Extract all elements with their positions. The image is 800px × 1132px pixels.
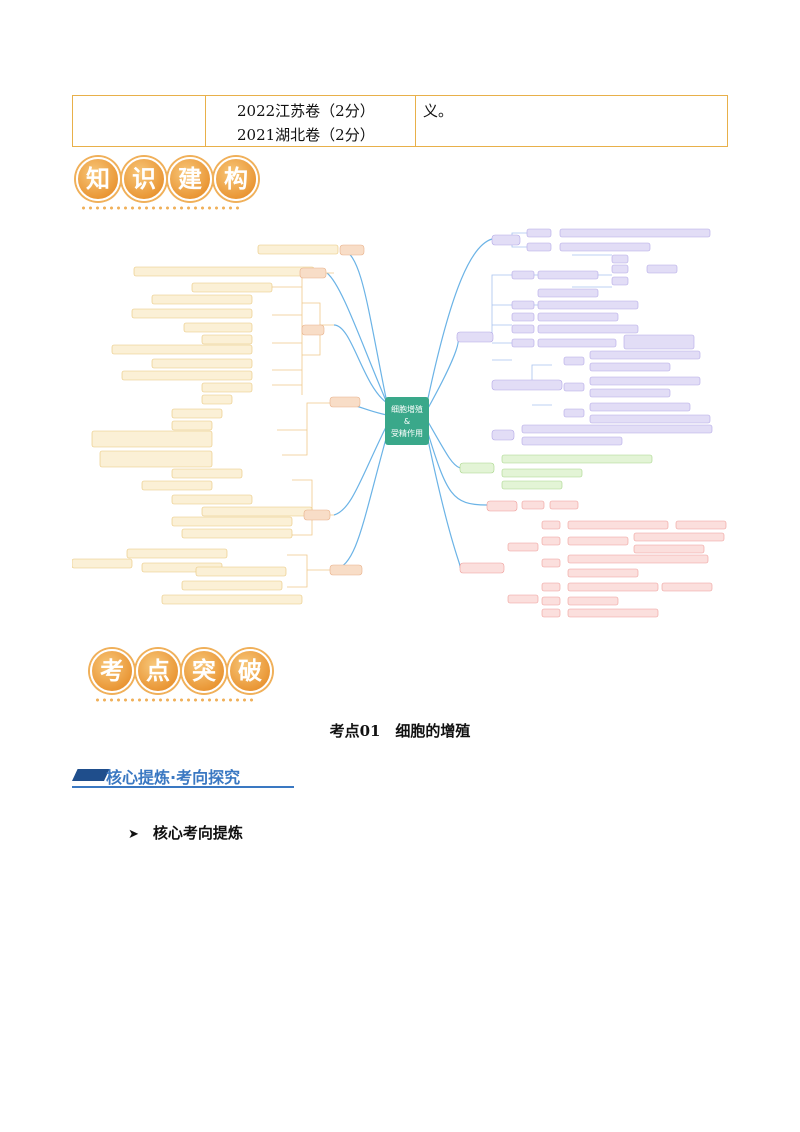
table-cell-years: 2022江苏卷（2分） 2021湖北卷（2分）: [205, 96, 416, 146]
banner-char: 突: [182, 649, 226, 693]
year-line-2: 2021湖北卷（2分）: [237, 126, 375, 144]
table-right-text: 义。: [423, 102, 454, 120]
banner-knowledge-structure: 知 识 建 构: [76, 157, 258, 211]
banner-char: 知: [76, 157, 120, 201]
section-heading-text: 核心提炼·考向探究: [106, 768, 241, 787]
info-table: 2022江苏卷（2分） 2021湖北卷（2分） 义。: [72, 95, 728, 147]
sub-heading-text: 核心考向提炼: [152, 824, 243, 842]
mind-map: 细胞增殖 & 受精作用: [72, 228, 727, 618]
banner-char: 破: [228, 649, 272, 693]
heading-underline: [72, 786, 294, 788]
mindmap-center-line-2: &: [404, 417, 410, 426]
section-heading: 核心提炼·考向探究: [72, 764, 294, 788]
kaodian-title: 考点01 细胞的增殖: [329, 722, 471, 740]
banner-char: 点: [136, 649, 180, 693]
heading-bar-decoration: [72, 769, 110, 781]
banner-char: 建: [168, 157, 212, 201]
year-line-1: 2022江苏卷（2分）: [237, 102, 375, 120]
arrow-right-icon: ➤: [128, 827, 139, 842]
table-cell-empty: [73, 96, 206, 146]
banner-char: 构: [214, 157, 258, 201]
banner-char: 识: [122, 157, 166, 201]
mindmap-center-node: [385, 397, 429, 445]
mindmap-center-line-3: 受精作用: [391, 428, 423, 438]
banner-char: 考: [90, 649, 134, 693]
table-cell-text: 义。: [415, 96, 727, 146]
banner-dots: [94, 697, 254, 703]
banner-exam-breakthrough: 考 点 突 破: [90, 649, 272, 703]
mindmap-center-line-1: 细胞增殖: [391, 404, 423, 414]
banner-dots: [80, 205, 240, 211]
sub-heading: ➤ 核心考向提炼: [128, 822, 243, 843]
